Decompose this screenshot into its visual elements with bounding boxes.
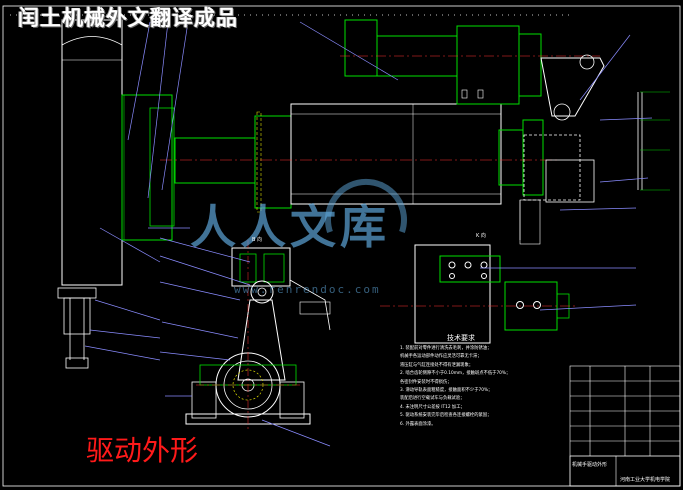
sheet-frame — [2, 5, 681, 487]
base-column — [61, 19, 175, 286]
technical-requirements-list: 1. 装配前对零件进行清洗去毛刺，并涂防锈油； 机械手各运动部件动作应灵活可靠无… — [400, 345, 570, 429]
k-view — [380, 244, 575, 344]
header-title: 闰土机械外文翻译成品 — [18, 6, 238, 30]
drive-outline-caption: 驱动外形 — [86, 434, 199, 467]
note-line: 机械手各运动部件动作应灵活可靠无卡滞； — [400, 354, 482, 360]
note-line: 6. 外露表面涂漆。 — [400, 421, 436, 427]
note-line: 3. 滑动导轨表面粗糙度，接触面积不少于70%； — [400, 388, 493, 394]
note-line: 2. 啮合齿轮侧隙不小于0.10mm，接触斑点不低于70%； — [400, 371, 511, 377]
note-line: 装配后进行空载试车与负载试验； — [400, 396, 465, 402]
connecting-link — [519, 54, 605, 245]
note-line: 5. 驱动系统安装完毕后检查各连接螺栓的紧固； — [400, 413, 492, 419]
title-block-school: 河南工业大学机电学院 — [620, 477, 671, 483]
watermark-ring — [325, 178, 407, 233]
note-line: 4. 未注明尺寸公差按 IT12 加工； — [400, 404, 465, 410]
leader-lines — [84, 21, 653, 447]
right-hatch-block — [637, 91, 670, 191]
main-arm-cylinder — [160, 103, 560, 213]
watermark-text: 人人文库 — [190, 200, 390, 254]
view-label-b: B 向 — [252, 237, 263, 243]
top-cylinder — [340, 19, 600, 105]
title-block-drawing-title: 机械手驱动外形 — [572, 462, 608, 468]
note-line: 液压缸与气缸连接处不得有泄漏现象； — [400, 362, 474, 368]
bolt-assembly — [57, 287, 97, 369]
watermark-url: www.renrendoc.com — [234, 283, 381, 296]
note-line: 各密封件安装时不得损伤； — [400, 379, 452, 385]
technical-requirements-title: 技术要求 — [447, 334, 475, 342]
title-block — [569, 365, 681, 487]
view-label-k: K 向 — [476, 233, 486, 239]
note-line: 1. 装配前对零件进行清洗去毛刺，并涂防锈油； — [400, 346, 492, 351]
b-view — [185, 240, 331, 430]
